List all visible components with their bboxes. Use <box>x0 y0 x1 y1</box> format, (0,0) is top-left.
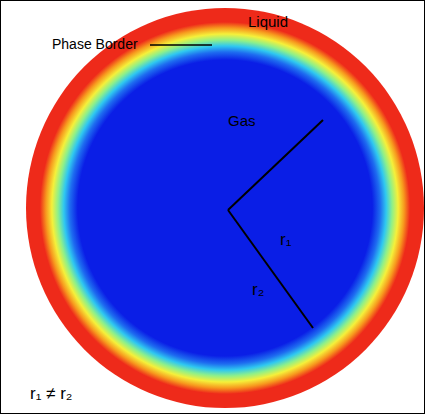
region-name: Liquid <box>248 13 288 30</box>
liquid-disc <box>26 8 424 408</box>
radius-label: r₁ <box>280 230 291 250</box>
region-name: Gas <box>228 112 256 129</box>
region-label: Phase Border <box>52 36 138 52</box>
liquid-region: LiquidGas <box>26 8 424 408</box>
leader-line <box>150 44 212 46</box>
radius-label: r₂ <box>252 280 264 300</box>
radius-line <box>228 120 323 210</box>
gas-region: Gas <box>70 50 380 362</box>
gas-outline <box>70 50 380 362</box>
gas-region-outline <box>70 50 380 362</box>
inequality-label: r₁ ≠ r₂ <box>30 384 72 404</box>
radius-line <box>228 210 313 328</box>
liquid-region-outline <box>26 8 424 408</box>
